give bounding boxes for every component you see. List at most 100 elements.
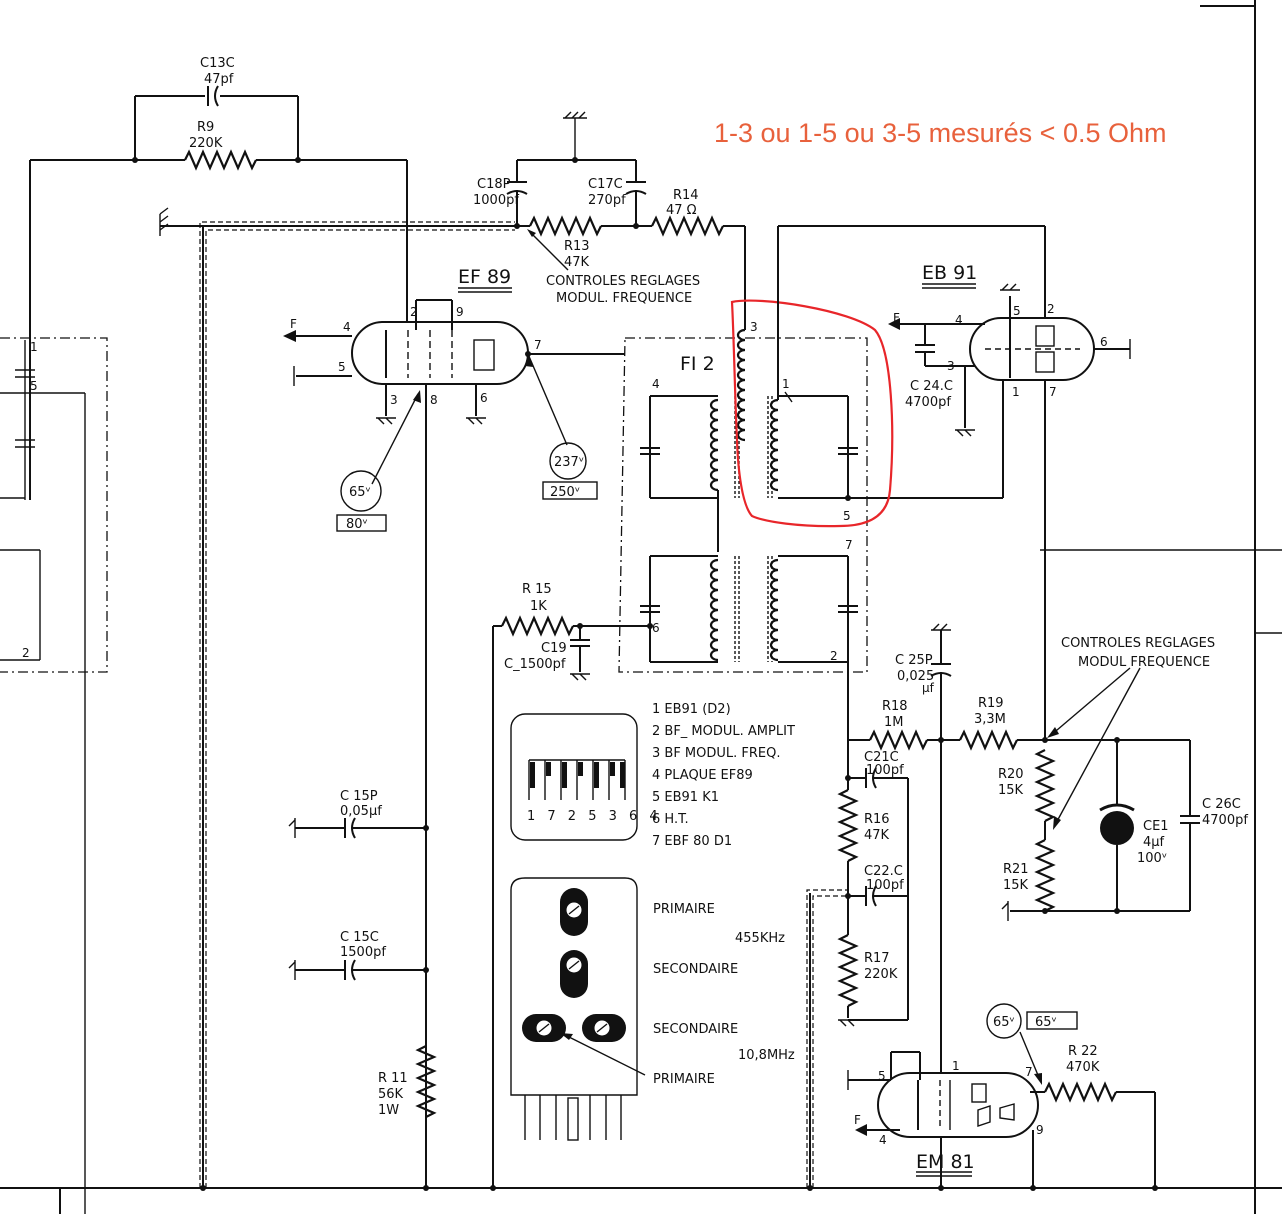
ef89-pin-4: 4 (343, 320, 351, 334)
r13-name: R13 (564, 239, 590, 254)
r19-value: 3,3M (974, 712, 1006, 727)
ef89-tube: EF 89 F 2 9 4 5 3 8 6 7 65ᵛ 80ᵛ 237ᵛ 250… (283, 266, 625, 1188)
fi2-pin-2: 2 (830, 649, 838, 663)
fi2-pin-5: 5 (843, 509, 851, 523)
r16-value: 47K (864, 828, 890, 843)
c15c-name: C 15C (340, 930, 379, 945)
ce1-value: 4µf (1143, 835, 1165, 850)
r15-value: 1K (530, 599, 547, 614)
ef89-label: EF 89 (458, 266, 511, 288)
fi2-pin-7: 7 (845, 538, 853, 552)
c25p-unit: µf (922, 681, 935, 695)
r14-value: 47 Ω (666, 203, 697, 218)
eb91-pin-5: 5 (1013, 304, 1021, 318)
pin-legend: 1 7 2 5 3 6 4 1 EB91 (D2) 2 BF_ MODUL. A… (510, 702, 795, 849)
r9-name: R9 (197, 120, 214, 135)
eb91-pin-4: 4 (955, 313, 963, 327)
eb91-pin-3: 3 (947, 359, 955, 373)
r19-name: R19 (978, 696, 1004, 711)
c26c-name: C 26C (1202, 797, 1241, 812)
decoupling-left: C 15P 0,05µf C 15C 1500pf R 11 56K 1W (200, 789, 496, 1191)
r22-value: 470K (1066, 1060, 1100, 1075)
r15-c19: R 15 1K C19 C_1500pf (492, 582, 650, 1188)
fi2-label: FI 2 (680, 353, 715, 375)
c17c-name: C17C (588, 177, 623, 192)
c25p-name: C 25P (895, 653, 933, 668)
fi2-pin-1: 1 (782, 377, 790, 391)
c25p-value: 0,025 (897, 669, 934, 684)
controls-label-b2: MODUL FREQUENCE (1078, 655, 1210, 670)
em81-pin-7: 7 (1025, 1065, 1033, 1079)
ef89-pin-9: 9 (456, 305, 464, 319)
pin-legend-7: 7 EBF 80 D1 (652, 834, 732, 849)
eb91-tube: EB 91 5 2 4 3 6 1 7 F C 24.C 4700pf (777, 225, 1131, 740)
pin-legend-3: 3 BF MODUL. FREQ. (652, 746, 781, 761)
c21c-value: 100pf (866, 763, 904, 778)
r11-power: 1W (378, 1103, 399, 1118)
r17-name: R17 (864, 951, 890, 966)
r18-name: R18 (882, 699, 908, 714)
c18p-name: C18P (477, 177, 511, 192)
r13-value: 47K (564, 255, 590, 270)
left-pin-2: 2 (22, 646, 30, 660)
shielded-cable (159, 207, 515, 1188)
voltage-65-em81b: 65ᵛ (1035, 1015, 1057, 1030)
r11-name: R 11 (378, 1071, 408, 1086)
core-freq-108: 10,8MHz (738, 1048, 795, 1063)
pin-legend-2: 2 BF_ MODUL. AMPLIT (652, 724, 795, 739)
em81-label: EM 81 (916, 1151, 975, 1173)
voltage-65-em81a: 65ᵛ (993, 1015, 1015, 1030)
c13c-value: 47pf (204, 72, 234, 87)
c24c-value: 4700pf (905, 395, 951, 410)
ef89-pin-2: 2 (410, 305, 418, 319)
c26c-value: 4700pf (1202, 813, 1248, 828)
fi2-pin-6: 6 (652, 621, 660, 635)
r20-name: R20 (998, 767, 1024, 782)
pin-legend-1: 1 EB91 (D2) (652, 702, 731, 717)
demod-network: CONTROLES REGLAGES MODUL FREQUENCE C 25P… (806, 623, 1248, 1188)
measurement-note: 1-3 ou 1-5 ou 3-5 mesurés < 0.5 Ohm (714, 118, 1167, 148)
fi2-pin-4: 4 (652, 377, 660, 391)
eb91-pin-1: 1 (1012, 385, 1020, 399)
c22c-name: C22.C (864, 864, 903, 879)
c19-name: C19 (541, 641, 567, 656)
ef89-pin-8: 8 (430, 393, 438, 407)
f-label-ef89: F (290, 317, 297, 331)
f-label-eb91: F (893, 311, 900, 325)
eb91-pin-6: 6 (1100, 335, 1108, 349)
r11-value: 56K (378, 1087, 404, 1102)
core-secondaire-2: SECONDAIRE (653, 1022, 738, 1037)
controls-label-2: MODUL. FREQUENCE (556, 291, 692, 306)
core-freq-455: 455KHz (735, 931, 785, 946)
r18-value: 1M (884, 715, 904, 730)
pin-legend-5: 5 EB91 K1 (652, 790, 719, 805)
c18p-value: 1000pf (473, 193, 519, 208)
r17-value: 220K (864, 967, 898, 982)
ef89-pin-7: 7 (534, 338, 542, 352)
eb91-pin-2: 2 (1047, 302, 1055, 316)
c22c-value: 100pf (866, 878, 904, 893)
eb91-label: EB 91 (922, 262, 977, 284)
voltage-250: 250ᵛ (550, 485, 580, 500)
voltage-65-ef89: 65ᵛ (349, 485, 371, 500)
eb91-pin-7: 7 (1049, 385, 1057, 399)
core-primaire-1: PRIMAIRE (653, 902, 715, 917)
r21-value: 15K (1003, 878, 1029, 893)
r15-name: R 15 (522, 582, 552, 597)
ef89-pin-3: 3 (390, 393, 398, 407)
fi2-pin-3: 3 (750, 320, 758, 334)
ef89-pin-6: 6 (480, 391, 488, 405)
ce1-volt: 100ᵛ (1137, 851, 1167, 866)
ce1-name: CE1 (1143, 819, 1169, 834)
r22-name: R 22 (1068, 1044, 1098, 1059)
r21-name: R21 (1003, 862, 1029, 877)
c15c-value: 1500pf (340, 945, 386, 960)
core-secondaire-1: SECONDAIRE (653, 962, 738, 977)
controls-label-b1: CONTROLES REGLAGES (1061, 636, 1215, 651)
c13c-name: C13C (200, 56, 235, 71)
voltage-80: 80ᵛ (346, 517, 368, 532)
controls-label-1: CONTROLES REGLAGES (546, 274, 700, 289)
